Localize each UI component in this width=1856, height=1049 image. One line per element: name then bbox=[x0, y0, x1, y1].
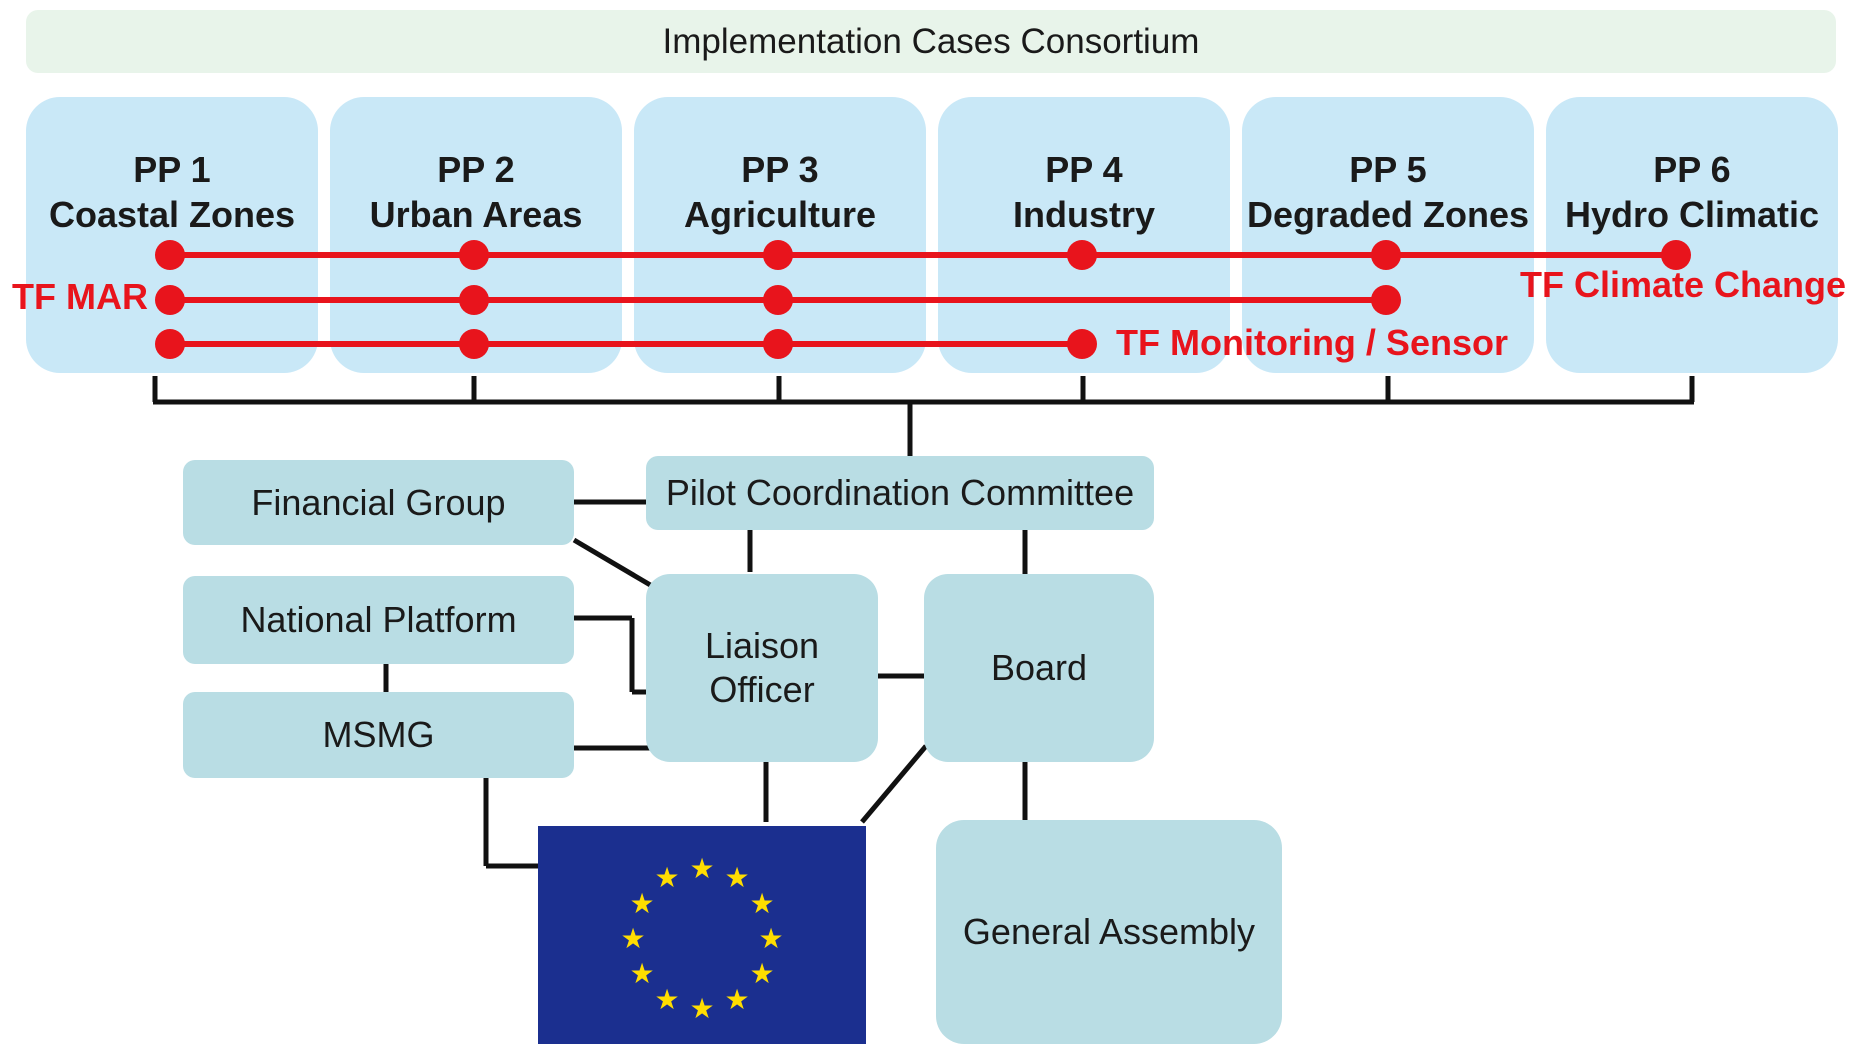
liaison-officer-label-line2: Officer bbox=[709, 669, 815, 710]
pp-name: Hydro Climatic bbox=[1564, 194, 1820, 235]
national-platform-label: National Platform bbox=[240, 599, 517, 640]
pp-name: Urban Areas bbox=[369, 194, 583, 235]
board-label: Board bbox=[990, 647, 1088, 688]
pp-name: Industry bbox=[1012, 194, 1155, 235]
svg-text:★: ★ bbox=[749, 957, 774, 990]
svg-text:★: ★ bbox=[758, 922, 783, 955]
msmg: MSMG bbox=[183, 692, 574, 778]
svg-text:★: ★ bbox=[749, 887, 774, 920]
pp-code: PP 4 bbox=[1045, 149, 1123, 190]
pp-box-3: PP 3 Agriculture bbox=[634, 97, 926, 373]
pp-box-4: PP 4 Industry bbox=[938, 97, 1230, 373]
pp-code: PP 3 bbox=[741, 149, 819, 190]
financial-group: Financial Group bbox=[183, 460, 574, 545]
pp-box-2: PP 2 Urban Areas bbox=[330, 97, 622, 373]
eu-stars: ★ ★ ★ ★ ★ ★ ★ ★ ★ ★ ★ ★ bbox=[620, 852, 783, 1025]
pilot-coordination-committee: Pilot Coordination Committee bbox=[646, 456, 1154, 530]
general-assembly-label: General Assembly bbox=[962, 911, 1256, 952]
svg-text:★: ★ bbox=[654, 983, 679, 1016]
svg-text:★: ★ bbox=[689, 852, 714, 885]
tf-monitoring-label: TF Monitoring / Sensor bbox=[1116, 322, 1508, 363]
consortium-title: Implementation Cases Consortium bbox=[662, 21, 1200, 61]
svg-text:★: ★ bbox=[724, 983, 749, 1016]
pp-box-1: PP 1 Coastal Zones bbox=[26, 97, 318, 373]
eu-flag-icon: ★ ★ ★ ★ ★ ★ ★ ★ ★ ★ ★ ★ bbox=[538, 826, 866, 1044]
pp-code: PP 1 bbox=[133, 149, 211, 190]
board: Board bbox=[924, 574, 1154, 762]
svg-text:★: ★ bbox=[629, 887, 654, 920]
pp-code: PP 6 bbox=[1653, 149, 1731, 190]
svg-text:★: ★ bbox=[724, 861, 749, 894]
financial-group-label: Financial Group bbox=[251, 481, 506, 523]
svg-text:★: ★ bbox=[689, 992, 714, 1025]
tf-climate-change-label: TF Climate Change bbox=[1520, 264, 1847, 305]
liaison-officer: Liaison Officer bbox=[646, 574, 878, 762]
pp-box-6: PP 6 Hydro Climatic bbox=[1546, 97, 1838, 373]
consortium-header: Implementation Cases Consortium bbox=[26, 10, 1836, 73]
pp-name: Coastal Zones bbox=[48, 194, 296, 235]
pp-name: Degraded Zones bbox=[1246, 194, 1530, 235]
national-platform: National Platform bbox=[183, 576, 574, 664]
pp-code: PP 2 bbox=[437, 149, 515, 190]
liaison-officer-label-line1: Liaison bbox=[704, 625, 820, 666]
pp-code: PP 5 bbox=[1349, 149, 1427, 190]
msmg-label: MSMG bbox=[322, 714, 435, 755]
general-assembly: General Assembly bbox=[936, 820, 1282, 1044]
tf-mar-label: TF MAR bbox=[12, 276, 148, 317]
svg-text:★: ★ bbox=[629, 957, 654, 990]
svg-text:★: ★ bbox=[654, 861, 679, 894]
pilot-coordination-committee-label: Pilot Coordination Committee bbox=[665, 472, 1135, 513]
svg-text:★: ★ bbox=[620, 922, 645, 955]
pp-box-5: PP 5 Degraded Zones bbox=[1242, 97, 1534, 373]
pp-name: Agriculture bbox=[683, 194, 877, 235]
